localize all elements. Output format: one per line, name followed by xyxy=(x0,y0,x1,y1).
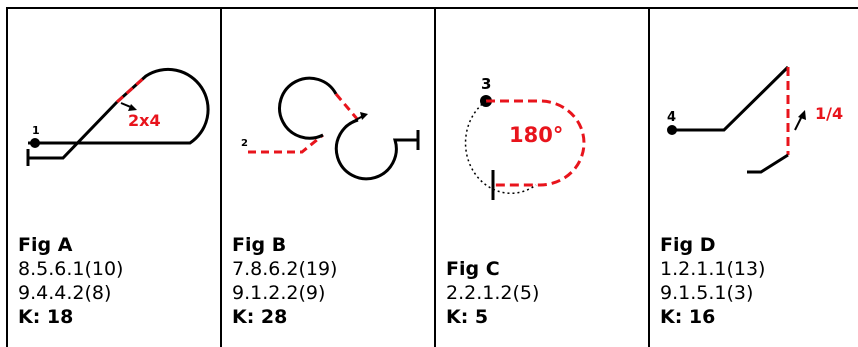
fig-d-diagram: 4 1/4 xyxy=(667,65,843,174)
fig-c-caption: Fig C 2.2.1.2(5) K: 5 xyxy=(446,257,539,329)
fig-d-exit-path xyxy=(747,153,789,174)
fig-d-start-label: 4 xyxy=(667,110,676,125)
divider-left xyxy=(6,7,8,347)
fig-a-k: K: 18 xyxy=(18,306,74,328)
divider-ab xyxy=(220,7,222,347)
fig-a-entry-path xyxy=(28,100,119,160)
fig-b-line-2: 9.1.2.2(9) xyxy=(232,282,326,304)
fig-c-line-1: 2.2.1.2(5) xyxy=(446,282,540,304)
fig-c-start-label: 3 xyxy=(481,75,491,93)
fig-c-title: Fig C xyxy=(446,258,500,280)
fig-a-annotation: 2x4 xyxy=(128,111,161,130)
fig-b-left-loop xyxy=(278,76,338,140)
fig-d-arrow-head xyxy=(798,110,806,120)
top-border xyxy=(6,7,858,9)
fig-a-caption: Fig A 8.5.6.1(10) 9.4.4.2(8) K: 18 xyxy=(18,233,123,329)
fig-c-red-turn xyxy=(486,99,586,187)
fig-c-diagram: 3 180° xyxy=(464,75,586,200)
fig-b-red-cross xyxy=(334,93,360,121)
fig-d-line-2: 9.1.5.1(3) xyxy=(660,282,754,304)
divider-bc xyxy=(434,7,436,347)
fig-b-arrow-head xyxy=(360,112,368,120)
fig-d-k: K: 16 xyxy=(660,306,716,328)
fig-a-arrow-head xyxy=(128,104,137,111)
fig-a-line-1: 8.5.6.1(10) xyxy=(18,258,124,280)
fig-a-start-dot xyxy=(30,138,40,148)
fig-b-arrow xyxy=(351,115,364,123)
fig-b-right-loop xyxy=(334,118,418,181)
fig-b-line-1: 7.8.6.2(19) xyxy=(232,258,338,280)
fig-a-start-label: 1 xyxy=(32,124,40,137)
fig-a-red-segment xyxy=(115,74,148,104)
fig-a-loop-path xyxy=(28,67,210,145)
fig-d-arrow xyxy=(794,115,803,131)
fig-a-line-2: 9.4.4.2(8) xyxy=(18,282,112,304)
divider-cd xyxy=(648,7,650,347)
fig-a-diagram: 1 2x4 xyxy=(26,67,210,166)
fig-c-dotted-arc xyxy=(464,100,537,195)
fig-a-title: Fig A xyxy=(18,234,73,256)
fig-d-line-1: 1.2.1.1(13) xyxy=(660,258,766,280)
fig-d-annotation: 1/4 xyxy=(815,104,843,123)
fig-b-red-entry xyxy=(248,133,324,154)
fig-b-start-label: 2 xyxy=(241,138,248,149)
fig-b-k: K: 28 xyxy=(232,306,288,328)
fig-b-caption: Fig B 7.8.6.2(19) 9.1.2.2(9) K: 28 xyxy=(232,233,337,329)
fig-b-title: Fig B xyxy=(232,234,287,256)
fig-c-annotation: 180° xyxy=(509,123,563,147)
fig-b-diagram: 2 xyxy=(241,76,420,181)
fig-c-k: K: 5 xyxy=(446,306,489,328)
fig-d-caption: Fig D 1.2.1.1(13) 9.1.5.1(3) K: 16 xyxy=(660,233,765,329)
fig-d-title: Fig D xyxy=(660,234,716,256)
fig-d-climb-path xyxy=(672,65,790,132)
